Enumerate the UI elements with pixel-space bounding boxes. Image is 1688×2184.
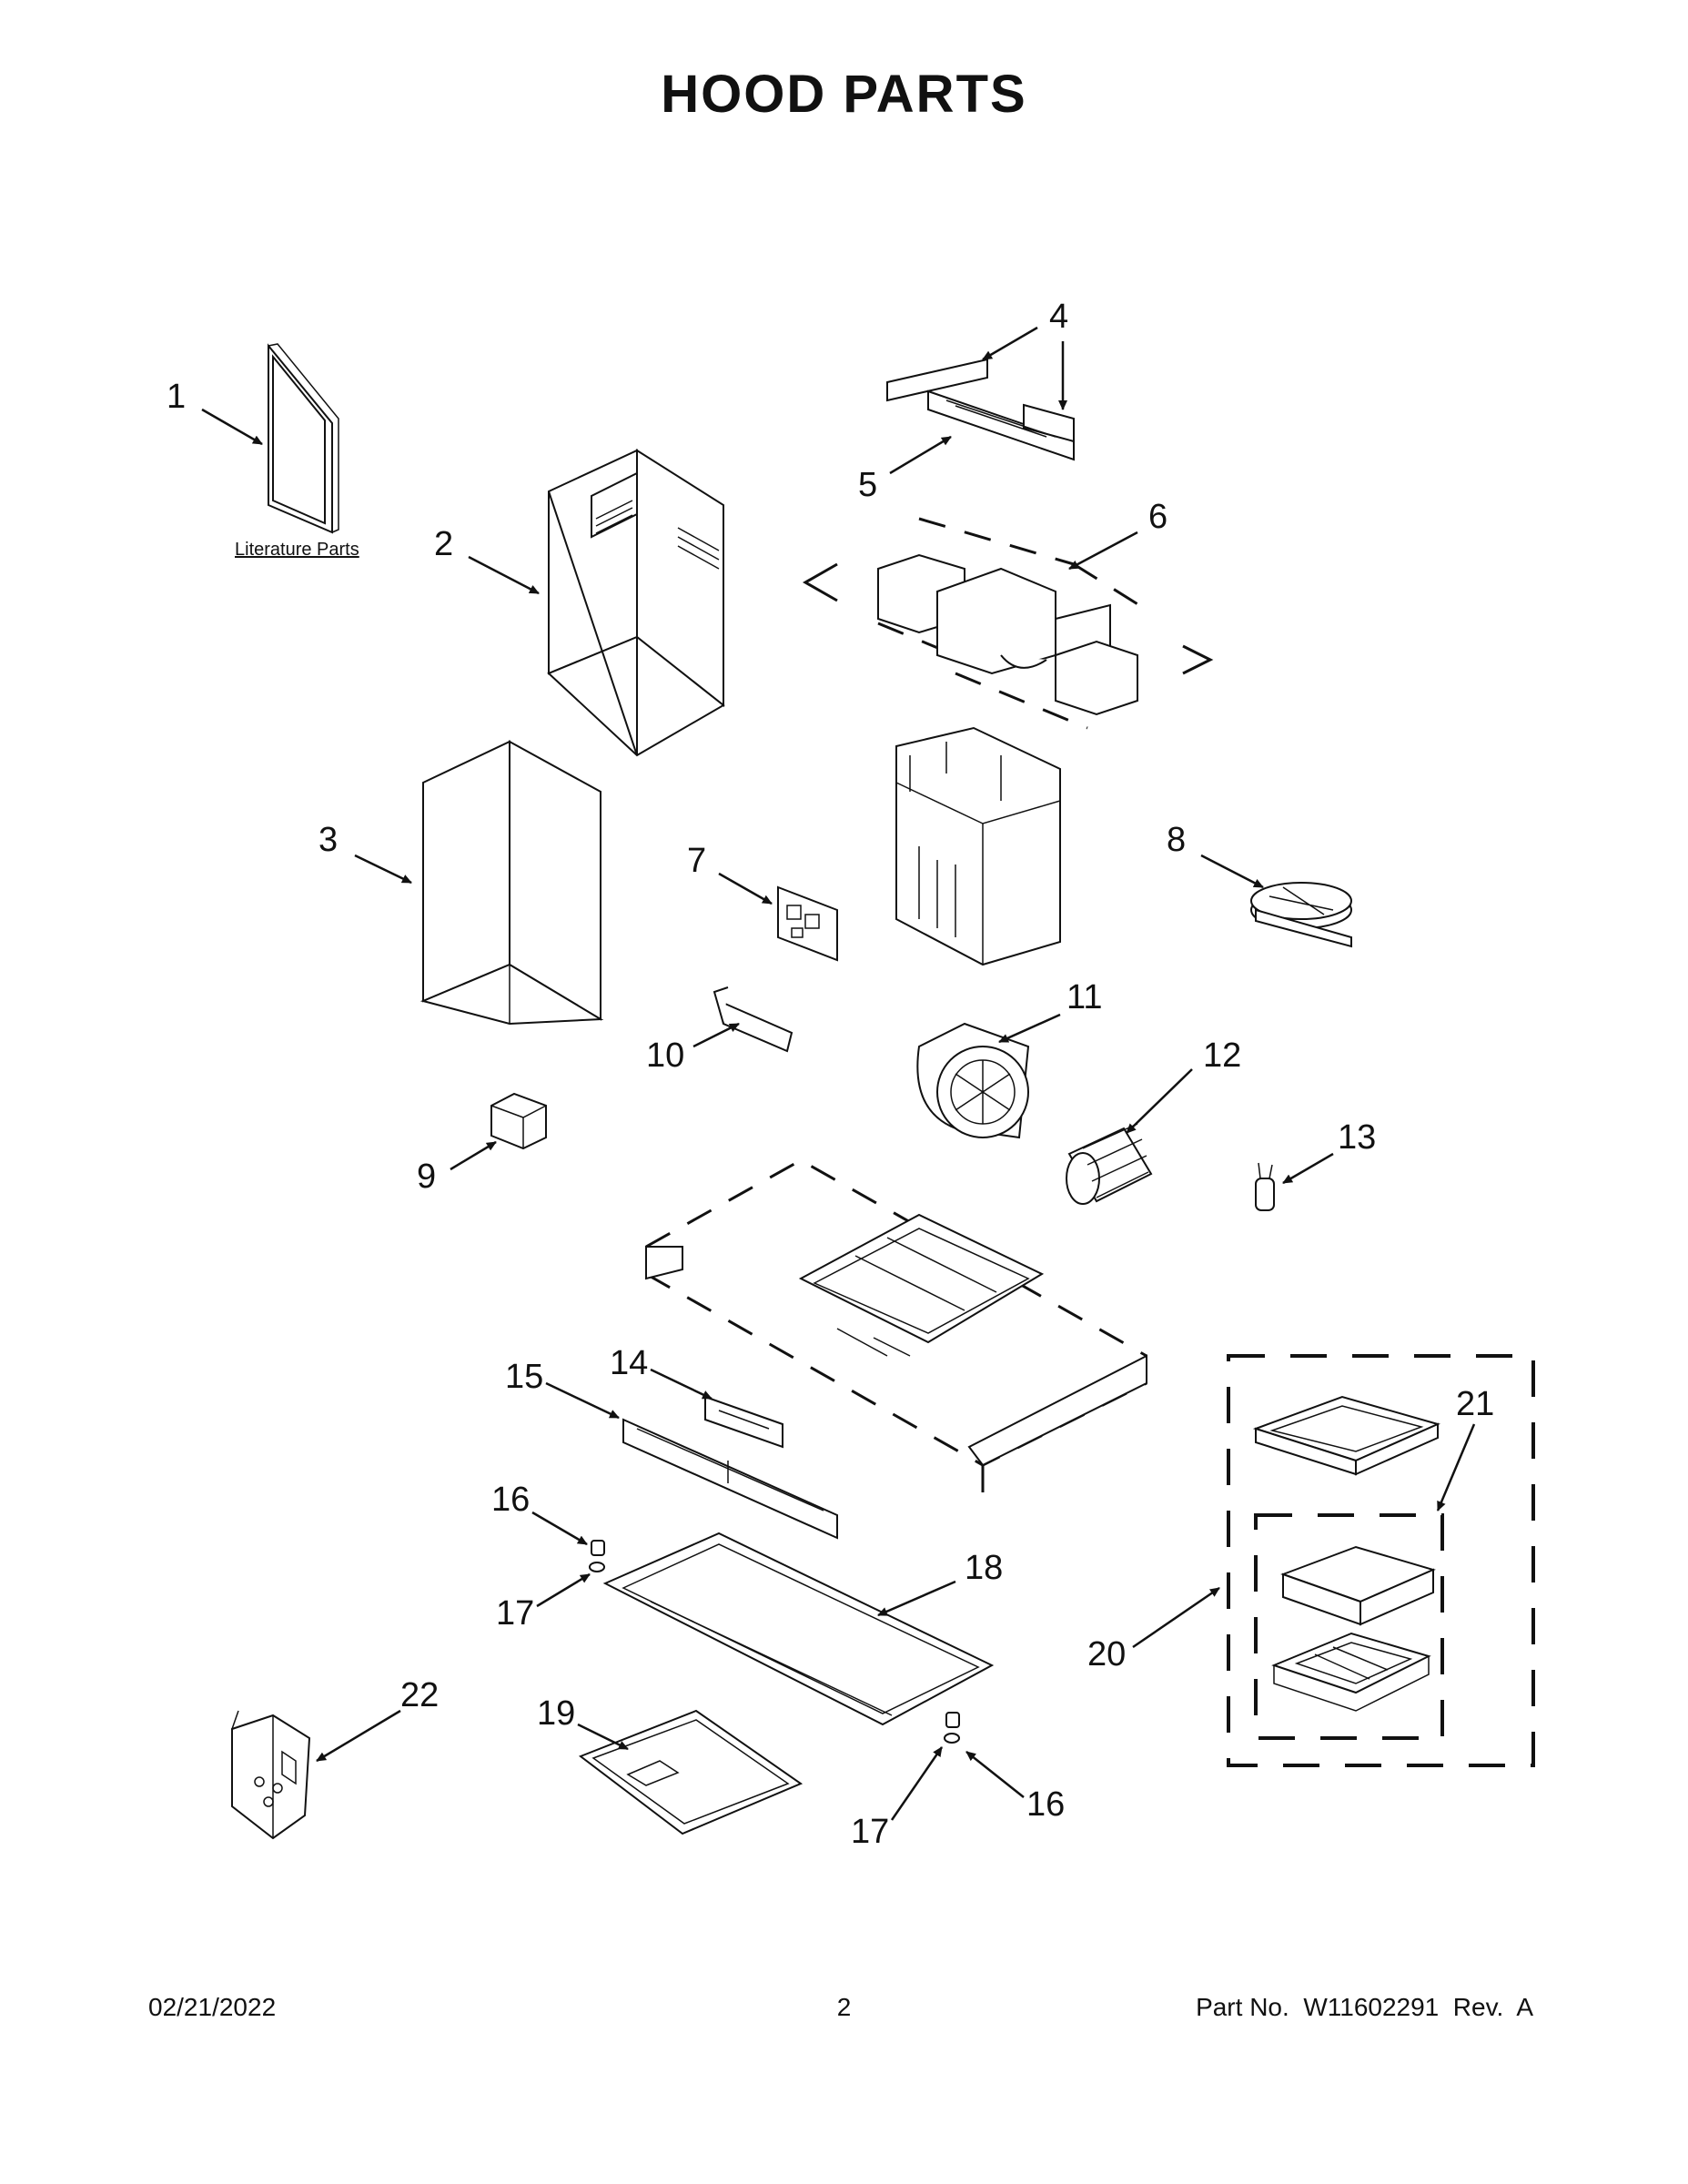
callout-15-arrow [545, 1381, 620, 1420]
callout-7: 7 [687, 842, 706, 880]
part-13-capacitor [1255, 1162, 1275, 1211]
part-20-recirculation-kit [1227, 1354, 1535, 1767]
callout-18-arrow [877, 1580, 956, 1617]
callout-6: 6 [1148, 498, 1167, 536]
callout-17-a: 17 [496, 1594, 534, 1633]
callout-15: 15 [505, 1358, 543, 1396]
part-7-control-board [777, 885, 838, 962]
callout-14-arrow [650, 1368, 713, 1400]
part-22-hardware-bag [231, 1710, 311, 1840]
part-18-bottom-panel [602, 1532, 995, 1726]
callout-18: 18 [965, 1549, 1003, 1587]
callout-20: 20 [1087, 1635, 1126, 1673]
callout-22-arrow [316, 1709, 401, 1763]
callout-16-arrow-a [531, 1511, 588, 1546]
callout-8-arrow [1200, 854, 1264, 889]
callout-21: 21 [1456, 1385, 1494, 1423]
footer-page-number: 2 [836, 1993, 852, 2021]
part-4-5-mounting-brackets [886, 358, 1075, 461]
callout-12-arrow [1126, 1068, 1193, 1134]
callout-14: 14 [610, 1344, 648, 1382]
callout-1-arrow [201, 408, 263, 446]
callout-11: 11 [1066, 978, 1102, 1016]
part-10-wire-cover [713, 986, 793, 1053]
callout-16-b: 16 [1026, 1785, 1065, 1824]
callout-2-arrow [468, 555, 540, 595]
callout-12: 12 [1203, 1036, 1241, 1075]
callout-8: 8 [1167, 821, 1186, 859]
page-title: HOOD PARTS [661, 65, 1027, 124]
callout-19: 19 [537, 1694, 575, 1733]
callout-19-arrow [577, 1723, 629, 1751]
callout-7-arrow [718, 872, 773, 905]
part-11-blower-housing [916, 1022, 1030, 1139]
callout-3: 3 [318, 821, 338, 859]
footer-date: 02/21/2022 [148, 1993, 277, 2021]
part-9-junction-box [490, 1092, 547, 1150]
callout-13: 13 [1338, 1118, 1376, 1157]
callout-22: 22 [400, 1676, 439, 1714]
part-1-literature: Literature Parts [235, 343, 359, 560]
callout-4: 4 [1049, 298, 1068, 336]
callout-17-arrow-b [890, 1746, 944, 1821]
part-16-17-bumpers-left [589, 1540, 605, 1572]
callout-3-arrow [354, 854, 412, 885]
footer-part-number: Part No. W11602291 Rev. A [1196, 1993, 1533, 2021]
callout-11-arrow [998, 1013, 1061, 1044]
callout-5: 5 [858, 466, 877, 504]
part-15-light-bar [622, 1418, 838, 1540]
callout-9: 9 [417, 1158, 436, 1196]
callout-5-arrow [889, 435, 952, 475]
callout-1: 1 [167, 378, 186, 416]
part-19-grease-filter [578, 1709, 804, 1835]
hood-canopy-outline [645, 1158, 1147, 1492]
callout-2: 2 [434, 525, 453, 563]
callout-10: 10 [646, 1036, 684, 1075]
part-12-blower-wheel [1066, 1123, 1153, 1205]
callout-16-arrow-b [965, 1751, 1025, 1798]
part-14-switch-strip [704, 1395, 783, 1449]
callout-16-a: 16 [491, 1481, 530, 1519]
callout-13-arrow [1282, 1152, 1334, 1185]
callout-21-arrow [1436, 1423, 1476, 1512]
callout-4-arrow-a [982, 326, 1038, 361]
literature-parts-label: Literature Parts [235, 540, 359, 560]
part-3-lower-chimney [419, 740, 604, 1026]
part-8-damper [1250, 882, 1352, 948]
callout-20-arrow [1132, 1586, 1220, 1649]
motor-housing-frame [895, 726, 1061, 966]
part-21-charcoal-filter-kit [1254, 1513, 1444, 1740]
part-16-17-bumpers-right [944, 1712, 960, 1744]
part-6-duct-kit [802, 517, 1214, 730]
part-2-upper-chimney [547, 449, 725, 757]
callout-17-b: 17 [851, 1813, 889, 1851]
callout-9-arrow [450, 1140, 497, 1171]
callout-17-arrow-a [536, 1572, 591, 1608]
callout-10-arrow [692, 1022, 740, 1048]
callout-6-arrow [1068, 531, 1138, 571]
